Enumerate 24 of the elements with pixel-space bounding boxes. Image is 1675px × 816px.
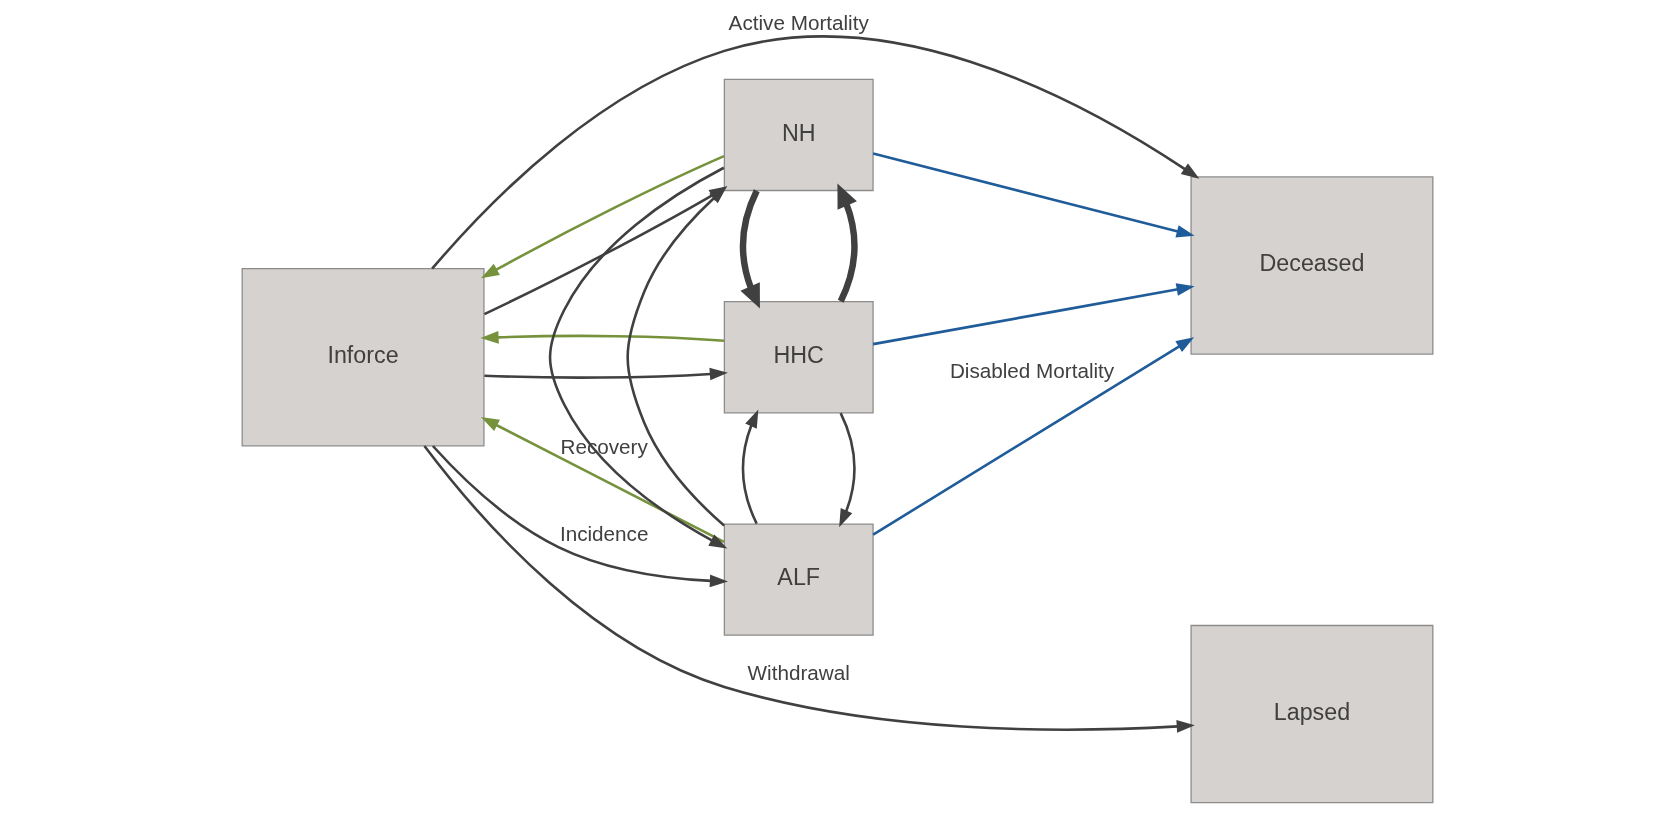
arrow bbox=[423, 445, 1195, 733]
node-box: HHC bbox=[723, 301, 874, 414]
arrow bbox=[480, 154, 725, 279]
node-box: NH bbox=[723, 78, 874, 192]
arrow bbox=[739, 189, 760, 309]
edge-label: Disabled Mortality bbox=[949, 358, 1115, 382]
arrow bbox=[872, 337, 1195, 536]
edge-label: Incidence bbox=[559, 521, 649, 545]
arrow bbox=[480, 331, 725, 344]
arrow bbox=[837, 183, 858, 303]
node-box: Inforce bbox=[241, 268, 485, 447]
arrow bbox=[741, 409, 759, 525]
edge-label: Active Mortality bbox=[728, 10, 869, 34]
arrow bbox=[480, 417, 725, 544]
arrow bbox=[431, 35, 1200, 270]
edge-label: Withdrawal bbox=[747, 661, 850, 685]
node-box: Lapsed bbox=[1190, 624, 1434, 804]
arrow bbox=[839, 412, 856, 528]
arrow bbox=[484, 367, 728, 381]
arrow bbox=[431, 445, 728, 588]
node-box: Deceased bbox=[1190, 176, 1434, 355]
arrow bbox=[872, 152, 1195, 238]
arrow bbox=[872, 283, 1195, 346]
node-box: ALF bbox=[723, 523, 874, 636]
